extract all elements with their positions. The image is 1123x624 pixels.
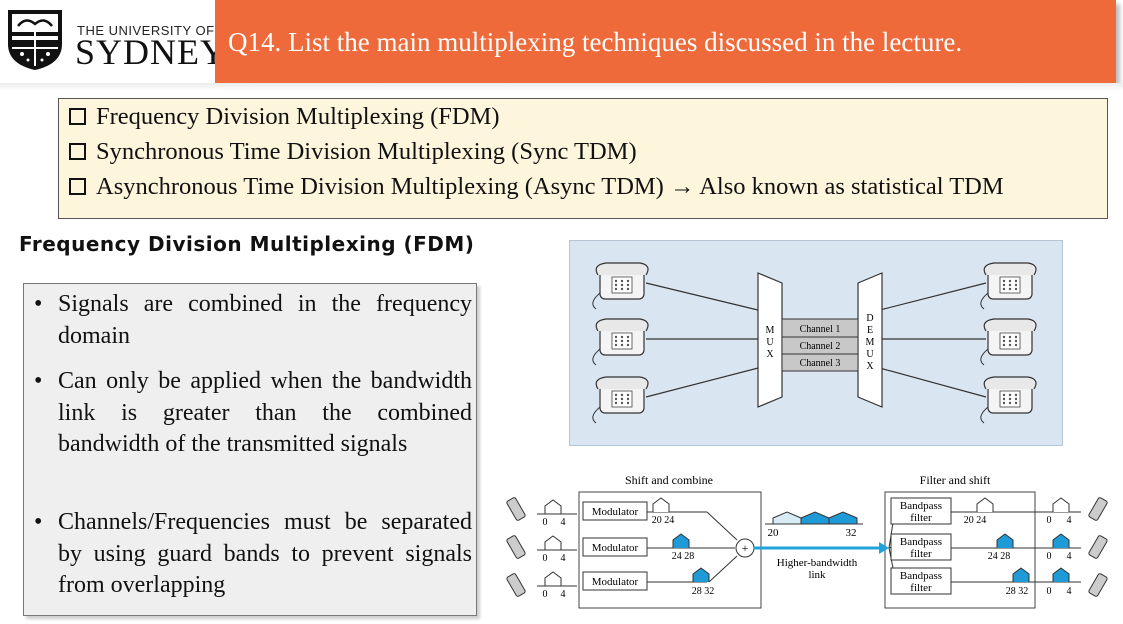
telephone-icon [592,318,649,366]
mux-block [757,272,783,408]
svg-text:0: 0 [543,589,548,600]
svg-text:4: 4 [561,553,566,564]
svg-text:Bandpass: Bandpass [900,536,942,548]
modulator-block: Modulator [582,501,648,521]
svg-text:28 32: 28 32 [1006,586,1029,597]
svg-text:24 28: 24 28 [988,551,1011,562]
svg-text:20 24: 20 24 [652,515,675,526]
svg-text:Bandpass: Bandpass [900,570,942,582]
svg-text:24 28: 24 28 [672,551,695,562]
mobile-phone-icon [506,535,526,559]
bullet-item: • Signals are combined in the frequency … [34,291,472,349]
svg-text:Higher-bandwidth: Higher-bandwidth [777,557,858,569]
answer-box: Frequency Division Multiplexing (FDM) Sy… [58,98,1108,219]
fdm-modulation-diagram: Shift and combine Filter and shift 0 4 0 4… [497,466,1119,618]
svg-text:0: 0 [543,553,548,564]
slide-title: Q14. List the main multiplexing techniqu… [228,27,963,57]
svg-text:Bandpass: Bandpass [900,500,942,512]
header-divider [0,83,1123,91]
title-bar: Q14. List the main multiplexing techniqu… [215,0,1116,83]
bullet-item: • Channels/Frequencies must be separated… [34,509,472,598]
modulator-block: Modulator [582,571,648,591]
svg-text:filter: filter [910,548,932,560]
svg-text:4: 4 [1067,551,1072,562]
telephone-icon [592,262,649,310]
channel-label: Channel 1 [800,324,841,335]
telephone-icon [980,262,1037,310]
bullet-item: • Can only be applied when the bandwidth… [34,368,472,457]
university-name-small: THE UNIVERSITY OF [77,23,215,38]
svg-text:link: link [808,569,826,581]
svg-text:+: + [742,541,749,555]
svg-text:0: 0 [1047,586,1052,597]
mobile-phone-icon [1088,497,1108,521]
university-name-big: SYDNEY [75,32,228,72]
filter-shift-title: Filter and shift [920,473,991,487]
shift-combine-title: Shift and combine [625,473,713,487]
crest-icon [8,10,62,70]
svg-text:Modulator: Modulator [592,542,639,554]
svg-text:filter: filter [910,512,932,524]
university-logo: THE UNIVERSITY OF SYDNEY [0,0,226,83]
svg-text:0: 0 [1047,515,1052,526]
checkbox-icon [69,143,86,160]
svg-text:4: 4 [1067,586,1072,597]
svg-text:0: 0 [1047,551,1052,562]
checkbox-icon [69,108,86,125]
telephone-icon [980,318,1037,366]
svg-text:0: 0 [543,517,548,528]
svg-text:28 32: 28 32 [692,586,715,597]
svg-text:Modulator: Modulator [592,506,639,518]
bullets-box: • Signals are combined in the frequency … [23,283,477,616]
svg-text:4: 4 [561,517,566,528]
telephone-icon [980,376,1037,424]
mobile-phone-icon [506,573,526,597]
svg-text:20 24: 20 24 [964,515,987,526]
answer-item: Synchronous Time Division Multiplexing (… [69,138,637,166]
svg-text:filter: filter [910,582,932,594]
channel-label: Channel 2 [800,341,841,352]
answer-item: Asynchronous Time Division Multiplexing … [69,173,1004,201]
mobile-phone-icon [506,497,526,521]
modulator-block: Modulator [582,537,648,557]
svg-text:Modulator: Modulator [592,576,639,588]
answer-item: Frequency Division Multiplexing (FDM) [69,103,500,131]
telephone-icon [592,376,649,424]
svg-text:4: 4 [561,589,566,600]
svg-text:20: 20 [768,527,780,539]
svg-text:32: 32 [846,527,857,539]
checkbox-icon [69,178,86,195]
channel-label: Channel 3 [800,358,841,369]
section-heading: Frequency Division Multiplexing (FDM) [19,232,475,256]
svg-text:4: 4 [1067,515,1072,526]
mobile-phone-icon [1088,573,1108,597]
mobile-phone-icon [1088,535,1108,559]
